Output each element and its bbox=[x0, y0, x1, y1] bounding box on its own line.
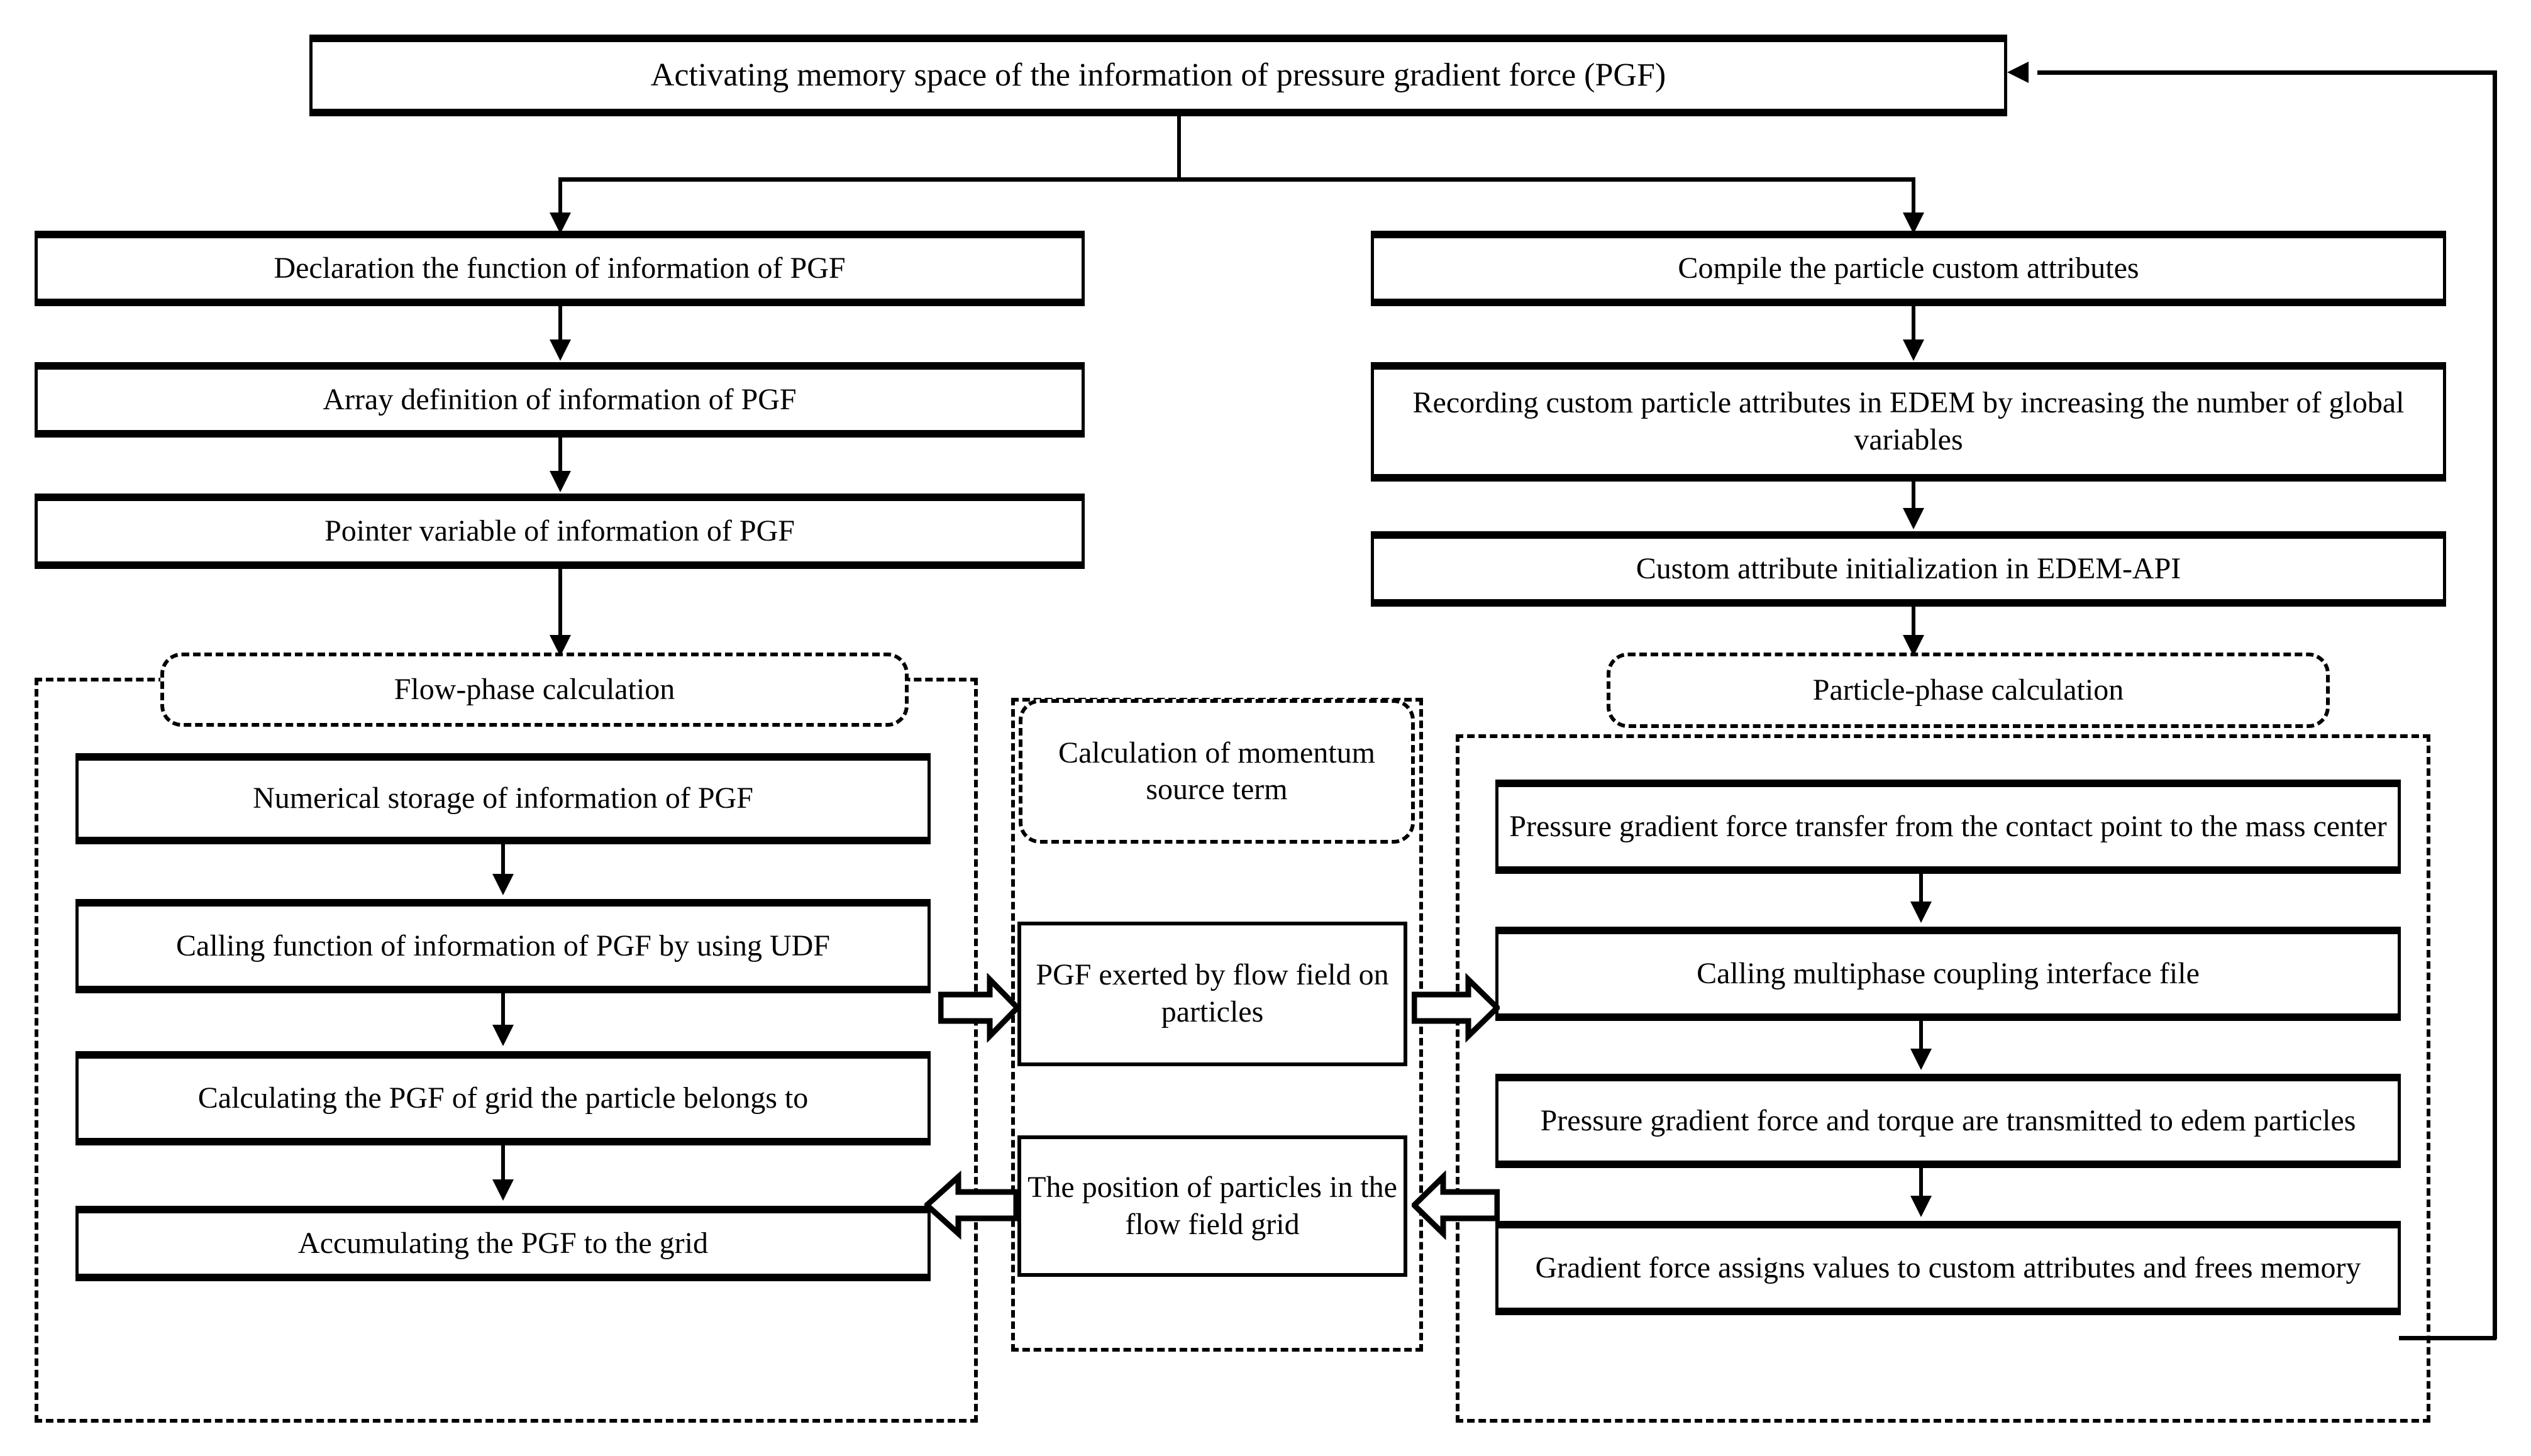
arrow-down-icon bbox=[1910, 1196, 1932, 1217]
node-recording-custom-attributes[interactable]: Recording custom particle attributes in … bbox=[1371, 362, 2446, 482]
connector-title-bus bbox=[560, 177, 1915, 182]
node-gradient-force-assigns-values[interactable]: Gradient force assigns values to custom … bbox=[1495, 1221, 2401, 1315]
connector-left-3-group bbox=[558, 569, 562, 638]
node-pgf-transfer-to-mass-center[interactable]: Pressure gradient force transfer from th… bbox=[1495, 780, 2401, 874]
arrow-left-icon bbox=[2007, 62, 2029, 83]
block-arrow-left-icon bbox=[924, 1171, 1019, 1240]
node-label: Activating memory space of the informati… bbox=[650, 57, 1666, 94]
arrow-down-icon bbox=[492, 1179, 514, 1201]
connector-particle-2-3 bbox=[1919, 1021, 1923, 1054]
block-arrow-right-icon bbox=[938, 973, 1020, 1042]
node-label: Pressure gradient force and torque are t… bbox=[1540, 1103, 2356, 1137]
arrow-down-icon bbox=[1903, 508, 1924, 529]
group-header-label: Calculation of momentum source term bbox=[1058, 736, 1375, 806]
connector-particle-1-2 bbox=[1919, 874, 1923, 907]
node-accumulating-pgf-to-grid[interactable]: Accumulating the PGF to the grid bbox=[75, 1206, 931, 1281]
connector-title-stem bbox=[1177, 116, 1181, 179]
arrow-down-icon bbox=[492, 874, 514, 895]
connector-left-1-2 bbox=[558, 306, 562, 345]
node-label: Calling multiphase coupling interface fi… bbox=[1697, 956, 2200, 990]
connector-bus-right-drop bbox=[1912, 177, 1915, 217]
connector-bus-left-drop bbox=[558, 177, 562, 217]
feedback-loop-vertical-segment bbox=[2493, 70, 2497, 1339]
node-label: Custom attribute initialization in EDEM-… bbox=[1636, 551, 2181, 585]
node-label: Declaration the function of information … bbox=[274, 251, 846, 285]
node-label: Array definition of information of PGF bbox=[323, 382, 797, 416]
arrow-down-icon bbox=[1903, 339, 1924, 361]
node-label: Gradient force assigns values to custom … bbox=[1535, 1250, 2361, 1284]
node-label: PGF exerted by flow field on particles bbox=[1036, 958, 1389, 1029]
group-header-label: Flow-phase calculation bbox=[394, 673, 675, 707]
node-pgf-torque-transmitted-edem[interactable]: Pressure gradient force and torque are t… bbox=[1495, 1074, 2401, 1168]
node-label: Numerical storage of information of PGF bbox=[253, 781, 753, 815]
group-header-momentum-source: Calculation of momentum source term bbox=[1019, 699, 1415, 844]
block-arrow-left-icon bbox=[1412, 1171, 1500, 1240]
arrow-down-icon bbox=[550, 339, 571, 361]
connector-flow-3-4 bbox=[501, 1145, 505, 1184]
group-header-label: Particle-phase calculation bbox=[1812, 673, 2124, 707]
arrow-down-icon bbox=[550, 471, 571, 492]
arrow-down-icon bbox=[1910, 902, 1932, 923]
node-label: Pointer variable of information of PGF bbox=[324, 514, 795, 548]
node-calling-function-udf[interactable]: Calling function of information of PGF b… bbox=[75, 899, 931, 993]
arrow-down-icon bbox=[1910, 1049, 1932, 1070]
node-label: Compile the particle custom attributes bbox=[1678, 251, 2139, 285]
node-calling-multiphase-interface[interactable]: Calling multiphase coupling interface fi… bbox=[1495, 927, 2401, 1021]
arrow-down-icon bbox=[492, 1025, 514, 1046]
block-arrow-right-icon bbox=[1412, 973, 1500, 1042]
node-label: Pressure gradient force transfer from th… bbox=[1509, 809, 2387, 843]
connector-left-2-3 bbox=[558, 438, 562, 477]
node-position-of-particles-in-grid[interactable]: The position of particles in the flow fi… bbox=[1017, 1135, 1407, 1277]
group-header-flow-phase: Flow-phase calculation bbox=[160, 653, 909, 727]
node-custom-attribute-init[interactable]: Custom attribute initialization in EDEM-… bbox=[1371, 531, 2446, 607]
connector-flow-2-3 bbox=[501, 993, 505, 1030]
node-activating-memory-space[interactable]: Activating memory space of the informati… bbox=[309, 35, 2007, 116]
group-particle-phase-calculation bbox=[1456, 734, 2430, 1423]
node-pgf-exerted-by-flow-field[interactable]: PGF exerted by flow field on particles bbox=[1017, 922, 1407, 1066]
connector-right-2-3 bbox=[1912, 482, 1915, 514]
node-label: Accumulating the PGF to the grid bbox=[298, 1226, 708, 1260]
feedback-loop-top-segment bbox=[2037, 70, 2496, 75]
group-header-particle-phase: Particle-phase calculation bbox=[1607, 653, 2330, 728]
connector-right-1-2 bbox=[1912, 306, 1915, 345]
node-compile-particle-attributes[interactable]: Compile the particle custom attributes bbox=[1371, 231, 2446, 306]
node-array-definition[interactable]: Array definition of information of PGF bbox=[35, 362, 1085, 438]
connector-flow-1-2 bbox=[501, 844, 505, 879]
node-calculating-pgf-of-grid[interactable]: Calculating the PGF of grid the particle… bbox=[75, 1051, 931, 1145]
node-pointer-variable[interactable]: Pointer variable of information of PGF bbox=[35, 494, 1085, 569]
node-label: Calculating the PGF of grid the particle… bbox=[197, 1081, 809, 1115]
node-label: Calling function of information of PGF b… bbox=[176, 929, 830, 962]
node-declaration-function[interactable]: Declaration the function of information … bbox=[35, 231, 1085, 306]
connector-right-3-group bbox=[1912, 607, 1915, 638]
node-label: The position of particles in the flow fi… bbox=[1027, 1170, 1397, 1241]
arrow-down-icon bbox=[1903, 212, 1924, 234]
feedback-loop-bottom-segment bbox=[2399, 1336, 2496, 1340]
node-label: Recording custom particle attributes in … bbox=[1412, 386, 2405, 456]
arrow-down-icon bbox=[550, 212, 571, 234]
node-numerical-storage-pgf[interactable]: Numerical storage of information of PGF bbox=[75, 753, 931, 844]
connector-particle-3-4 bbox=[1919, 1168, 1923, 1201]
